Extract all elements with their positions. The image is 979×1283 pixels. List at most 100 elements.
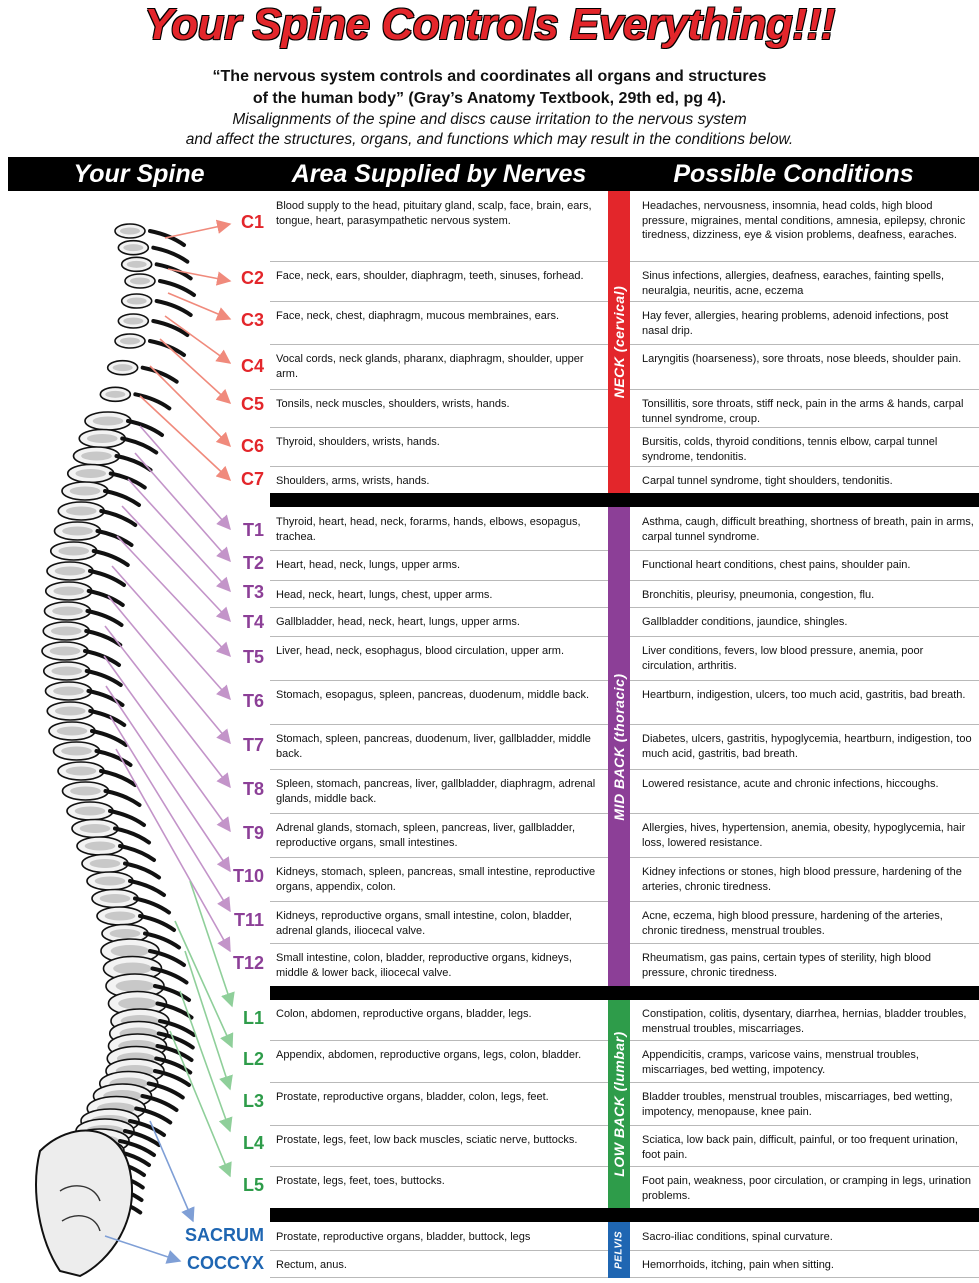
vertebra-label-t4: T4: [242, 612, 264, 632]
nerve-arrow: [104, 625, 231, 789]
vertebra-label-t8: T8: [242, 779, 264, 799]
table-row: Thyroid, shoulders, wrists, hands.Bursit…: [270, 427, 979, 467]
possible-conditions-cell: Bursitis, colds, thyroid conditions, ten…: [642, 436, 938, 463]
spine-illustration: [35, 219, 235, 1278]
spinous-process: [86, 689, 125, 707]
spinous-process: [151, 245, 190, 264]
nerve-arrow: [189, 880, 235, 1008]
spinous-process: [138, 914, 176, 932]
nerve-arrow: [174, 920, 234, 1049]
nerve-arrow: [164, 315, 232, 364]
vertebra-label-t3: T3: [242, 582, 264, 602]
nerve-arrow: [164, 219, 232, 239]
possible-conditions-cell: Sinus infections, allergies, deafness, e…: [642, 270, 945, 297]
vertebra-body: [120, 256, 153, 273]
spinous-process: [123, 861, 161, 880]
region-label-pelvis: PELVIS: [613, 1230, 625, 1270]
spinous-process: [123, 1129, 161, 1147]
nerve-arrow: [139, 425, 231, 531]
vertebra-label-c6: C6: [240, 436, 264, 456]
vertebra-label-c5: C5: [240, 394, 264, 414]
table-header: Your Spine Area Supplied by Nerves Possi…: [8, 157, 979, 191]
spinous-process: [153, 1069, 191, 1087]
spinous-process: [133, 896, 171, 915]
vertebra-label-t5: T5: [242, 647, 264, 667]
spinous-process: [154, 262, 193, 281]
area-supplied-cell: Face, neck, ears, shoulder, diaphragm, t…: [276, 270, 584, 282]
area-supplied-cell: Tonsils, neck muscles, shoulders, wrists…: [276, 398, 510, 410]
area-supplied-cell: Small intestine, colon, bladder, reprodu…: [276, 952, 572, 979]
vertebra-body: [124, 273, 156, 289]
spinous-process: [108, 471, 147, 490]
region-bar-neck: NECK (cervical): [608, 191, 630, 493]
vertebra-label-c4: C4: [240, 356, 264, 376]
possible-conditions-cell: Constipation, colitis, dysentary, diarrh…: [642, 1008, 967, 1035]
spinous-process: [88, 709, 127, 727]
subtitle-line-2: and affect the structures, organs, and f…: [185, 131, 794, 148]
page-title: Your Spine Controls Everything!!!: [144, 0, 835, 49]
possible-conditions-cell: Carpal tunnel syndrome, tight shoulders,…: [642, 475, 893, 487]
spinous-process: [84, 669, 123, 687]
area-supplied-cell: Prostate, legs, feet, low back muscles, …: [276, 1134, 578, 1146]
area-supplied-cell: Stomach, spleen, pancreas, duodenum, liv…: [276, 733, 591, 760]
spinous-process: [154, 299, 193, 317]
nerve-arrow: [167, 268, 232, 286]
possible-conditions-cell: Sciatica, low back pain, difficult, pain…: [642, 1134, 958, 1161]
spinous-process: [148, 339, 186, 357]
header-possible-conditions: Possible Conditions: [673, 160, 914, 188]
header-area-supplied: Area Supplied by Nerves: [291, 160, 587, 188]
spinous-process: [140, 365, 179, 384]
vertebra-body: [106, 359, 139, 376]
vertebra-label-t10: T10: [232, 866, 264, 886]
possible-conditions-cell: Hemorrhoids, itching, pain when sitting.: [642, 1259, 834, 1271]
possible-conditions-cell: Appendicitis, cramps, varicose vains, me…: [642, 1049, 919, 1076]
possible-conditions-cell: Liver conditions, fevers, low blood pres…: [642, 645, 924, 672]
nerve-arrow: [169, 1030, 232, 1178]
spinous-process: [146, 1081, 185, 1100]
vertebra-body: [114, 223, 146, 239]
spinous-process: [155, 1044, 194, 1062]
area-supplied-cell: Blood supply to the head, pituitary glan…: [276, 200, 592, 227]
nerve-arrow: [111, 565, 231, 701]
area-supplied-cell: Adrenal glands, stomach, spleen, pancrea…: [276, 822, 576, 849]
spinous-process: [118, 1139, 156, 1157]
spinous-process: [128, 879, 166, 897]
spinous-process: [99, 509, 138, 527]
spinous-process: [99, 769, 137, 787]
possible-conditions-cell: Bronchitis, pleurisy, pneumonia, congest…: [642, 589, 875, 601]
vertebra-label-t12: T12: [232, 953, 264, 973]
vertebra-label-t1: T1: [242, 520, 264, 540]
vertebra-label-c2: C2: [240, 268, 264, 288]
area-supplied-cell: Kidneys, stomach, spleen, pancreas, smal…: [276, 866, 596, 893]
nerve-arrow: [167, 292, 232, 321]
spinous-process: [133, 392, 172, 411]
vertebra-label-c1: C1: [240, 212, 264, 232]
area-supplied-cell: Prostate, reproductive organs, bladder, …: [276, 1231, 531, 1243]
region-bar-mid: MID BACK (thoracic): [608, 507, 630, 986]
table-row: Prostate, legs, feet, toes, buttocks.Foo…: [270, 1166, 979, 1206]
table-row: Adrenal glands, stomach, spleen, pancrea…: [270, 813, 979, 858]
area-supplied-cell: Spleen, stomach, pancreas, liver, gallbl…: [276, 778, 596, 805]
nerve-arrow: [184, 950, 233, 1091]
table-row: Prostate, reproductive organs, bladder, …: [270, 1222, 979, 1251]
spinous-process: [120, 436, 159, 455]
vertebra-label-sacrum: SACRUM: [185, 1225, 264, 1245]
table-row: Shoulders, arms, wrists, hands.Carpal tu…: [270, 466, 979, 493]
vertebra-label-l4: L4: [242, 1133, 264, 1153]
spinous-process: [150, 966, 189, 985]
vertebra-label-l3: L3: [242, 1091, 264, 1111]
vertebra-label-c3: C3: [240, 310, 264, 330]
vertebra-body: [114, 333, 146, 349]
nerve-arrow: [149, 365, 232, 448]
possible-conditions-cell: Lowered resistance, acute and chronic in…: [642, 778, 939, 790]
table-row: Kidneys, stomach, spleen, pancreas, smal…: [270, 857, 979, 902]
possible-conditions-cell: Sacro-iliac conditions, spinal curvature…: [642, 1231, 833, 1243]
table-row: Spleen, stomach, pancreas, liver, gallbl…: [270, 769, 979, 814]
region-separator: [270, 986, 979, 1000]
sacrum-shape: [35, 1129, 133, 1278]
vertebra-label-l2: L2: [242, 1049, 264, 1069]
area-supplied-cell: Appendix, abdomen, reproductive organs, …: [276, 1049, 582, 1061]
region-bar-low: LOW BACK (lumbar): [608, 1000, 630, 1208]
area-supplied-cell: Vocal cords, neck glands, pharanx, diaph…: [276, 353, 584, 380]
possible-conditions-cell: Heartburn, indigestion, ulcers, too much…: [642, 689, 966, 701]
